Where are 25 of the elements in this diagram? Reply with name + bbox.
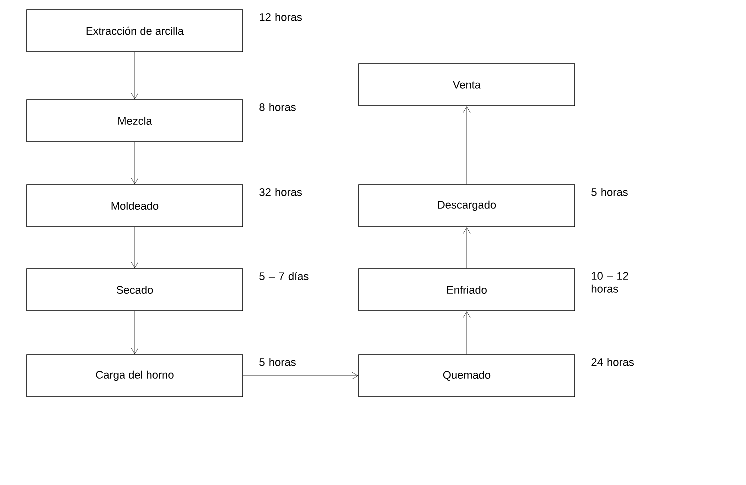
process-box: Descargado xyxy=(358,184,576,228)
arrow xyxy=(243,372,358,380)
process-box: Extracción de arcilla xyxy=(26,10,244,52)
process-box: Venta xyxy=(358,64,576,106)
process-box: Mezcla xyxy=(26,100,244,142)
process-box: Quemado xyxy=(358,354,576,398)
duration-label: 5 horas xyxy=(260,358,296,366)
arrow xyxy=(463,106,471,185)
arrow xyxy=(131,142,139,184)
duration-label: 24 horas xyxy=(592,358,634,366)
duration-label: 32 horas xyxy=(260,188,302,196)
duration-label: 10 – 12 horas xyxy=(592,272,628,293)
process-box: Enfriado xyxy=(358,268,576,312)
arrow xyxy=(463,228,471,269)
arrow xyxy=(463,312,471,355)
arrow xyxy=(131,227,139,268)
arrow xyxy=(131,52,139,100)
process-box: Moldeado xyxy=(26,184,244,228)
process-box: Carga del horno xyxy=(26,354,244,398)
duration-label: 12 horas xyxy=(260,13,302,22)
duration-label: 5 – 7 días xyxy=(260,272,309,280)
duration-label: 5 horas xyxy=(592,188,628,196)
process-box: Secado xyxy=(26,268,244,312)
duration-label: 8 horas xyxy=(260,103,296,112)
arrow xyxy=(131,311,139,354)
